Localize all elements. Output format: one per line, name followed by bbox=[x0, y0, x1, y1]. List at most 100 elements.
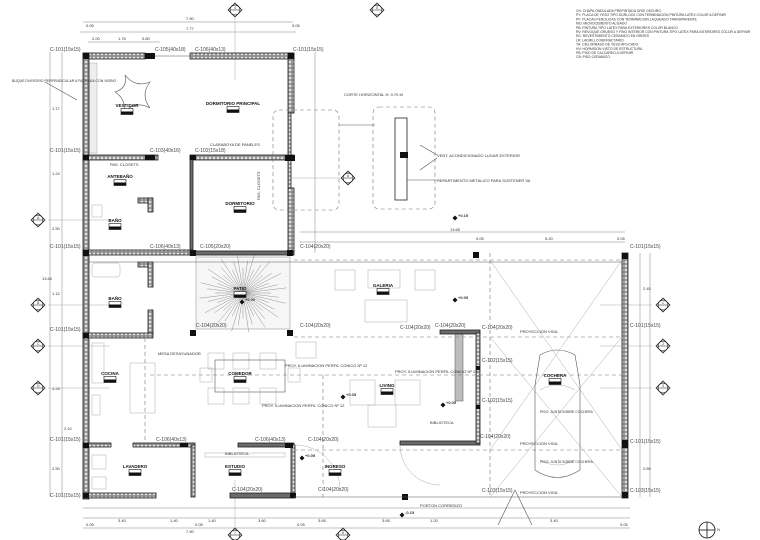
column-label: C-101(15x15) bbox=[50, 437, 81, 443]
room-tag: GALERIA bbox=[373, 283, 394, 295]
axis-marker-label: 3 bbox=[662, 384, 664, 388]
note-label: BIBLIOTECA bbox=[430, 420, 454, 425]
dim-label: 1.12 bbox=[52, 291, 61, 296]
dim-label: 1.24 bbox=[52, 171, 61, 176]
room-tag: ESTUDIO bbox=[225, 464, 246, 476]
level-marker: +0.15 bbox=[452, 213, 469, 221]
dim-label: 0.05 bbox=[292, 23, 301, 28]
legend-line: PB: PISO DE CALCAREO A DEFINIR bbox=[576, 51, 634, 55]
dim-label: 0.05 bbox=[297, 522, 306, 527]
dimension-lines bbox=[49, 21, 651, 529]
column-label: C-104(20x20) bbox=[482, 325, 513, 331]
room-name: DORMITORIO PRINCIPAL bbox=[206, 101, 261, 106]
level-label: +0.15 bbox=[458, 213, 469, 218]
dim-label: 13.60 bbox=[42, 276, 53, 281]
column-label: C-103(40x16) bbox=[150, 148, 181, 154]
room-tag: COCINA bbox=[101, 371, 120, 383]
level-label: -0.15 bbox=[405, 510, 415, 515]
furniture bbox=[91, 74, 581, 526]
dim-label: 7.90 bbox=[186, 529, 195, 534]
axis-marker-icon: 7 bbox=[227, 527, 243, 540]
level-label: +0.05 bbox=[446, 400, 457, 405]
column-label: C-101(15x15) bbox=[630, 244, 661, 250]
axis-marker-label: 5 bbox=[376, 6, 378, 10]
axis-marker-icon: 2 bbox=[655, 338, 671, 354]
note-label: PROY. ILUMINACION PERFIL CONICO Nº 12 bbox=[395, 369, 478, 374]
axis-marker-icon: 3 bbox=[655, 380, 671, 396]
dim-label: 2.50 bbox=[52, 466, 61, 471]
legend-line: LR: LADRILLO REFRACTARIO bbox=[576, 38, 624, 42]
dim-label: 0.05 bbox=[86, 23, 95, 28]
axis-marker-label: 7 bbox=[234, 531, 236, 535]
axis-marker-label: 6 bbox=[347, 174, 349, 178]
dim-label: 2.85 bbox=[643, 466, 652, 471]
axis-marker-label: 2 bbox=[662, 342, 664, 346]
dim-label: 0.05 bbox=[617, 236, 626, 241]
level-marker: -0.15 bbox=[399, 510, 415, 518]
room-tag: INGRESO bbox=[325, 464, 346, 476]
room-name: VESTIDOR bbox=[115, 103, 139, 108]
axis-marker-label: 4 bbox=[234, 6, 236, 10]
column-label: C-104(20x20) bbox=[318, 487, 349, 493]
column-label: C-101(15x15) bbox=[50, 148, 81, 154]
note-label: BIBLIOTECA bbox=[225, 451, 249, 456]
column-label: C-104(20x20) bbox=[480, 434, 511, 440]
level-marker: +0.05 bbox=[299, 453, 316, 461]
dim-label: 4.28 bbox=[52, 386, 61, 391]
axis-marker-icon: A bbox=[30, 212, 46, 228]
dim-label: 2.00 bbox=[92, 36, 101, 41]
projection-lines bbox=[89, 253, 623, 498]
legend-line: RC: REVESTIMIENTO CERAMICO EN GRISES bbox=[576, 34, 650, 38]
room-tag: DORMITORIO PRINCIPAL bbox=[206, 101, 261, 113]
axis-marker-label: 1 bbox=[662, 301, 664, 305]
room-name: ANTEBAÑO bbox=[107, 173, 133, 179]
room-tag: COCHERA bbox=[544, 373, 567, 385]
note-label: PROYECCION VIGA bbox=[520, 441, 558, 446]
level-markers: +0.15+0.05+0.05+0.00+0.05+0.05-0.15 bbox=[239, 213, 469, 518]
column-label: C-102(15x18) bbox=[195, 148, 226, 154]
level-label: +0.05 bbox=[458, 295, 469, 300]
dim-label: 3.40 bbox=[550, 518, 559, 523]
dim-label: 1.17 bbox=[52, 106, 61, 111]
room-name: LIVING bbox=[379, 383, 395, 388]
legend-line: CB: PISO CERAMICO bbox=[576, 55, 610, 59]
walls bbox=[82, 52, 629, 500]
column-label: C-106(40x13) bbox=[195, 47, 226, 53]
column-label: C-101(15x15) bbox=[50, 47, 81, 53]
column-label: C-106(40x13) bbox=[255, 437, 286, 443]
room-tag: ANTEBAÑO bbox=[107, 173, 133, 186]
level-label: +0.00 bbox=[245, 297, 256, 302]
note-label: PISO: JUNTA SOBRE COCHERA bbox=[540, 410, 593, 414]
car-outline bbox=[534, 349, 581, 478]
room-name: INGRESO bbox=[325, 464, 346, 469]
note-label: PAS. CLOSETS bbox=[256, 171, 261, 200]
column-label: C-102(15x15) bbox=[482, 398, 513, 404]
axis-marker-icon: 1 bbox=[655, 297, 671, 313]
closet-strip bbox=[88, 62, 98, 154]
room-tag: BAÑO bbox=[108, 217, 122, 230]
dim-label: 0.05 bbox=[195, 522, 204, 527]
axis-marker-label: C bbox=[37, 342, 40, 346]
axis-marker-icon: 5 bbox=[369, 2, 385, 18]
note-label: PISO: JUNTA SOBRE COCHERA bbox=[540, 460, 593, 464]
room-name: ESTUDIO bbox=[225, 464, 246, 469]
axis-marker-icon: D bbox=[30, 380, 46, 396]
section-title: CORTE HORIZONTAL H: 0.70 M bbox=[344, 92, 403, 97]
dim-label: 0.05 bbox=[620, 522, 629, 527]
dim-label: 1.40 bbox=[170, 518, 179, 523]
level-marker: +0.00 bbox=[239, 297, 256, 305]
level-marker: +0.05 bbox=[452, 295, 469, 303]
column-labels: C-101(15x15)C-105(40x18)C-106(40x13)C-10… bbox=[50, 47, 661, 499]
note-label: PROY. ILUMINACION PERFIL CONICO Nº 12 bbox=[262, 403, 345, 408]
north-arrow-icon: N bbox=[698, 521, 720, 539]
axis-marker-icon: C bbox=[30, 338, 46, 354]
level-label: +0.05 bbox=[305, 453, 316, 458]
dim-label: 0.05 bbox=[476, 236, 485, 241]
axis-marker-icon: 6 bbox=[340, 170, 356, 186]
dim-label: 3.65 bbox=[382, 518, 391, 523]
structural-columns bbox=[83, 53, 628, 500]
room-name: COCINA bbox=[101, 371, 119, 376]
dim-label: 13.65 bbox=[450, 227, 461, 232]
dim-label: 7.77 bbox=[186, 26, 195, 31]
